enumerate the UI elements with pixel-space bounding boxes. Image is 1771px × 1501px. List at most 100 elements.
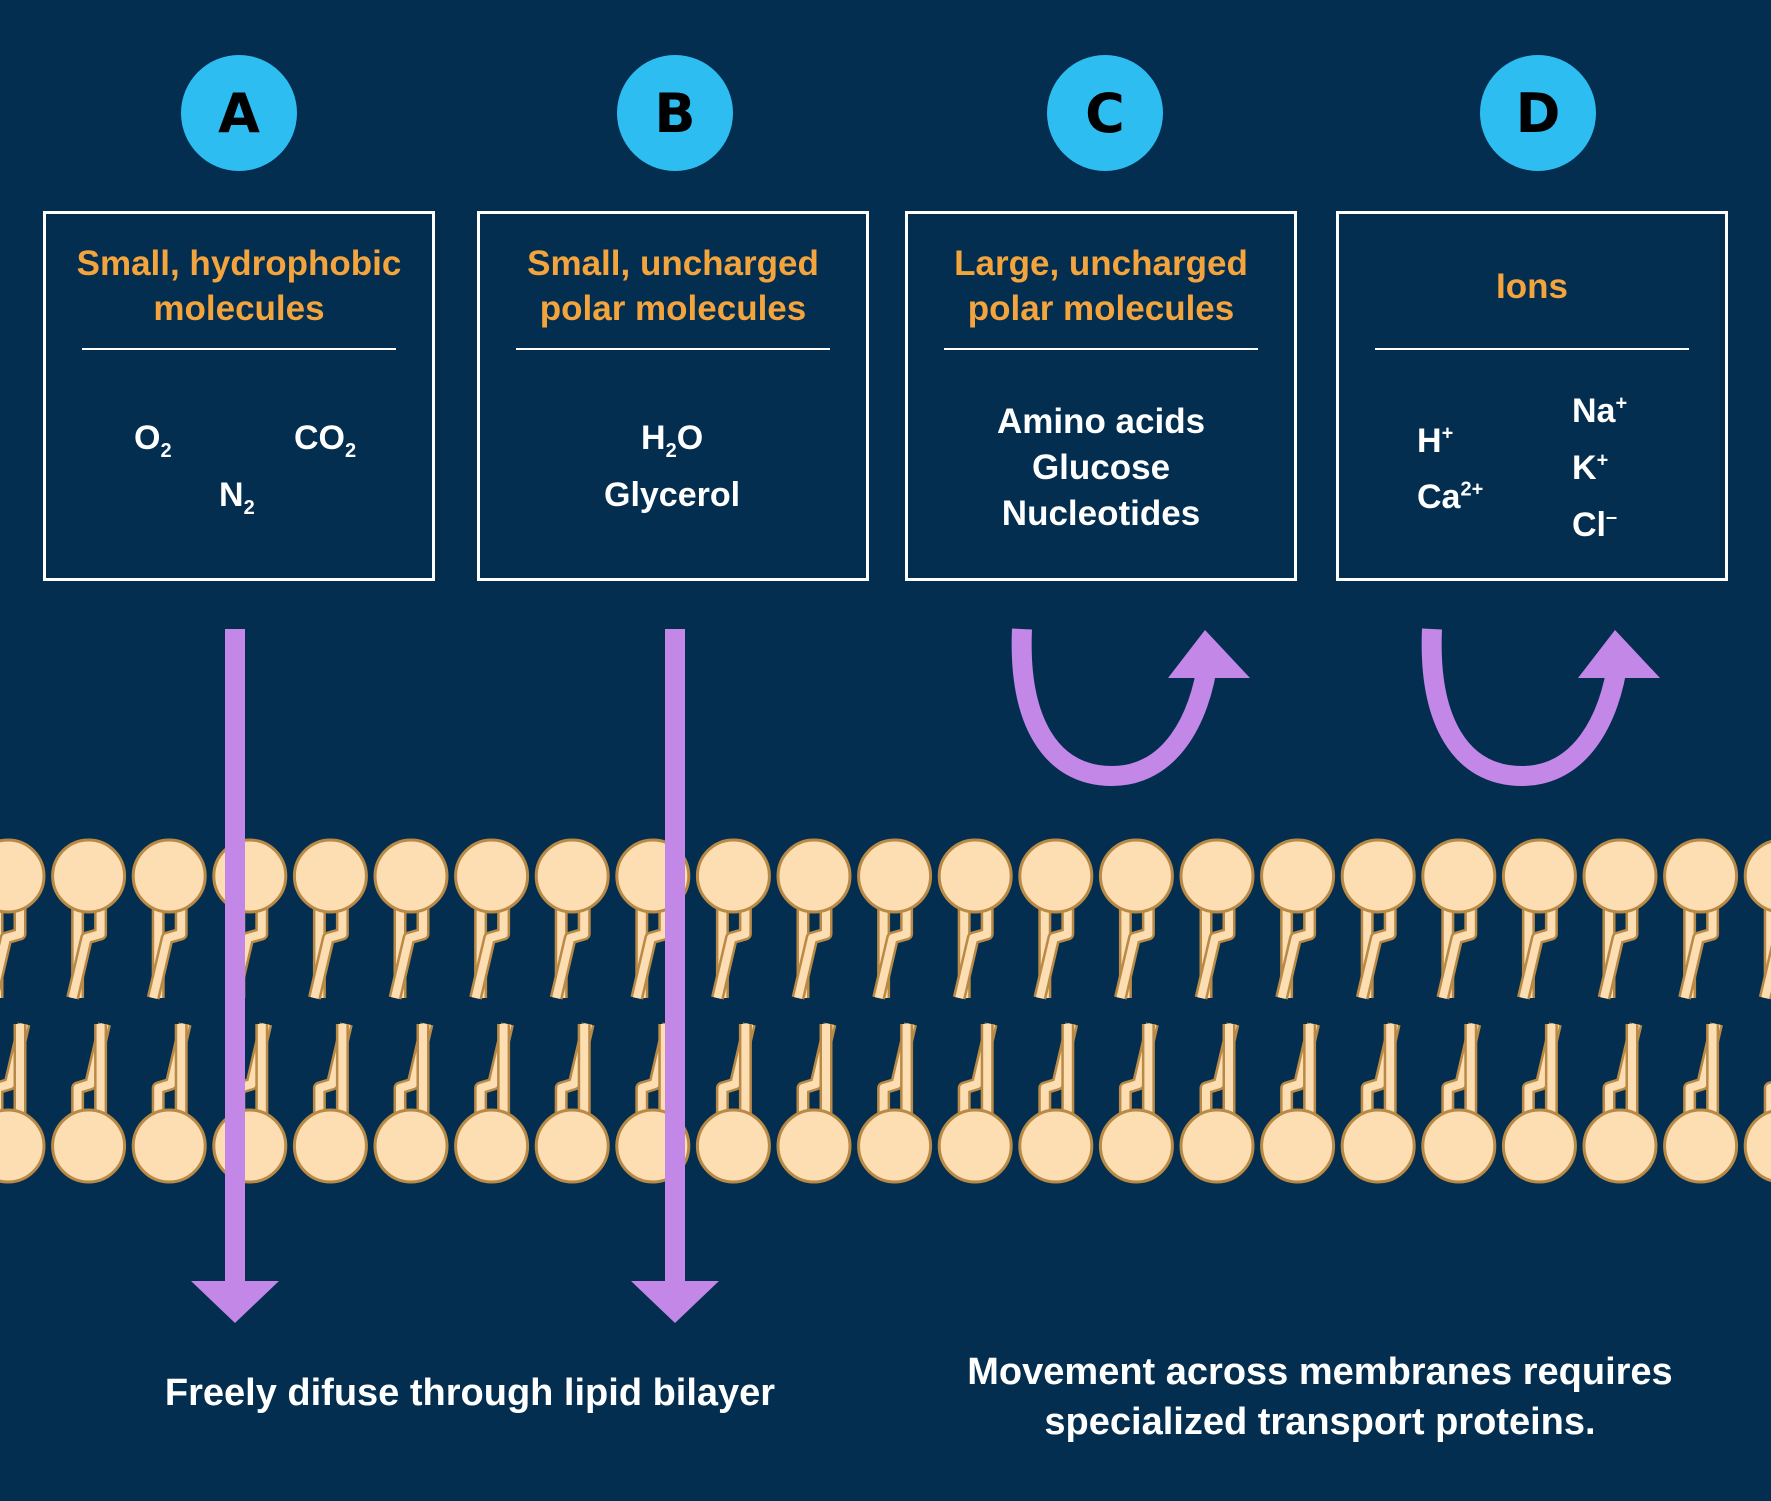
lipid-head-upper bbox=[1179, 838, 1255, 914]
ion-sodium: Na+ bbox=[1572, 392, 1628, 430]
lipid-head-lower bbox=[1663, 1108, 1739, 1184]
molecule-o2: O2 bbox=[134, 419, 172, 462]
lipid-tail bbox=[1438, 906, 1475, 999]
lipid-tail bbox=[149, 906, 186, 999]
lipid-head-upper bbox=[1743, 839, 1771, 913]
lipid-head-upper bbox=[534, 838, 610, 914]
ion-chloride: Cl– bbox=[1572, 506, 1618, 544]
lipid-tail bbox=[391, 906, 427, 999]
lipid-head-lower bbox=[857, 1108, 933, 1184]
lipid-head-lower bbox=[0, 1108, 46, 1184]
panel-c-divider bbox=[944, 348, 1258, 350]
panel-a-badge: A bbox=[181, 55, 297, 171]
panel-a-divider bbox=[82, 348, 396, 350]
panel-b-box: Small, uncharged polar molecules H2O Gly… bbox=[477, 211, 869, 581]
lipid-head-lower bbox=[534, 1108, 610, 1184]
lipid-tail bbox=[552, 906, 589, 999]
lipid-head-lower bbox=[1018, 1108, 1094, 1184]
lipid-head-lower bbox=[1501, 1108, 1577, 1184]
lipid-head-upper bbox=[937, 838, 1013, 914]
arrow-d-u-turn bbox=[1421, 628, 1660, 787]
panel-c-badge: C bbox=[1047, 55, 1163, 171]
lipid-tail bbox=[874, 906, 911, 999]
panel-d-badge: D bbox=[1480, 55, 1596, 171]
lipid-head-upper bbox=[131, 838, 207, 914]
lipid-tail bbox=[713, 906, 750, 999]
lipid-head-lower bbox=[1179, 1108, 1255, 1184]
lipid-head-lower bbox=[373, 1108, 449, 1184]
arrow-b-down bbox=[631, 629, 719, 1323]
panel-b-divider bbox=[516, 348, 830, 350]
molecule-nucleotides: Nucleotides bbox=[1001, 494, 1201, 533]
lipid-head-lower bbox=[1421, 1108, 1497, 1184]
caption-diffuse: Freely difuse through lipid bilayer bbox=[164, 1372, 776, 1414]
panel-c-molecule-list: Amino acids Glucose Nucleotides bbox=[908, 399, 1294, 537]
arrow-a-down bbox=[191, 629, 279, 1323]
panel-b-title: Small, uncharged polar molecules bbox=[527, 244, 819, 328]
lipid-head-upper bbox=[454, 838, 530, 914]
panel-b-badge: B bbox=[617, 55, 733, 171]
molecule-glucose: Glucose bbox=[1031, 448, 1171, 487]
molecule-amino-acids: Amino acids bbox=[996, 402, 1206, 441]
panel-d-divider bbox=[1375, 348, 1689, 350]
panel-a-box: Small, hydrophobic molecules O2 CO2 N2 bbox=[43, 211, 435, 581]
lipid-tail bbox=[1035, 906, 1072, 999]
lipid-tail bbox=[632, 906, 669, 999]
ion-hydrogen: H+ bbox=[1417, 422, 1454, 460]
lipid-tail bbox=[1116, 906, 1153, 999]
lipid-head-upper bbox=[373, 838, 449, 914]
lipid-head-lower bbox=[1260, 1108, 1336, 1184]
panel-c-title: Large, uncharged polar molecules bbox=[954, 244, 1248, 328]
lipid-head-upper bbox=[1663, 838, 1739, 914]
lipid-head-upper bbox=[1421, 838, 1497, 914]
lipid-tail bbox=[471, 906, 508, 999]
molecule-co2: CO2 bbox=[294, 419, 357, 462]
lipid-head-upper bbox=[0, 838, 46, 914]
lipid-tail bbox=[310, 906, 347, 999]
lipid-head-upper bbox=[1340, 838, 1416, 914]
lipid-head-lower bbox=[937, 1108, 1013, 1184]
lipid-head-lower bbox=[131, 1108, 207, 1184]
lipid-head-upper bbox=[292, 838, 368, 914]
molecule-glycerol: Glycerol bbox=[604, 476, 741, 514]
panel-d-title: Ions bbox=[1496, 266, 1568, 306]
molecule-h2o: H2O bbox=[641, 419, 704, 462]
arrow-c-u-turn bbox=[1011, 628, 1250, 787]
ion-calcium: Ca2+ bbox=[1417, 478, 1484, 516]
lipid-head-lower bbox=[1582, 1108, 1658, 1184]
lipid-head-upper bbox=[695, 838, 771, 914]
lipid-head-upper bbox=[776, 838, 852, 914]
lipid-tail bbox=[0, 906, 24, 982]
lipid-head-lower bbox=[1340, 1108, 1416, 1184]
lipid-head-lower bbox=[1098, 1108, 1174, 1184]
lipid-tail bbox=[1277, 906, 1314, 999]
lipid-tail bbox=[1766, 1083, 1771, 1116]
lipid-head-lower bbox=[292, 1108, 368, 1184]
lipid-head-lower bbox=[695, 1108, 771, 1184]
lipid-head-lower bbox=[454, 1108, 530, 1184]
panel-a-title: Small, hydrophobic molecules bbox=[76, 244, 402, 328]
lipid-head-lower bbox=[1743, 1109, 1771, 1183]
lipid-tail bbox=[794, 906, 830, 999]
ion-potassium: K+ bbox=[1572, 449, 1609, 487]
panel-c-box: Large, uncharged polar molecules Amino a… bbox=[905, 211, 1297, 581]
lipid-head-upper bbox=[1582, 838, 1658, 914]
lipid-tail bbox=[1600, 906, 1636, 999]
lipid-head-lower bbox=[776, 1108, 852, 1184]
lipid-head-upper bbox=[1098, 838, 1174, 914]
lipid-tail bbox=[1358, 906, 1395, 999]
lipid-head-lower bbox=[51, 1108, 127, 1184]
lipid-head-upper bbox=[857, 838, 933, 914]
lipid-head-upper bbox=[1018, 838, 1094, 914]
lipid-head-upper bbox=[1501, 838, 1577, 914]
lipid-tail bbox=[1680, 906, 1717, 999]
lipid-head-upper bbox=[51, 838, 127, 914]
molecule-n2: N2 bbox=[219, 476, 255, 519]
panel-d-box: Ions H+ Ca2+ Na+ K+ Cl– bbox=[1336, 211, 1728, 581]
lipid-tail bbox=[68, 906, 105, 999]
lipid-tail bbox=[1519, 906, 1556, 999]
lipid-tail bbox=[955, 906, 992, 999]
